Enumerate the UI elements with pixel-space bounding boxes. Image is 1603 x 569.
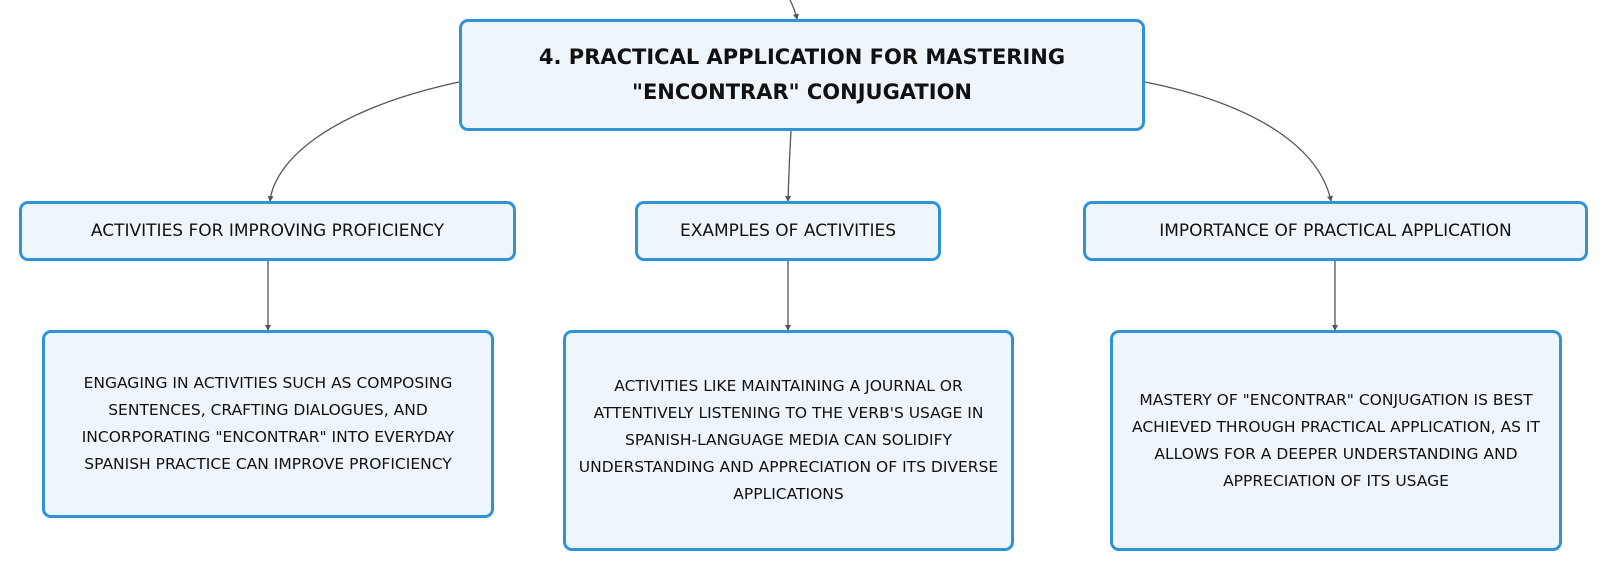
detail-node-text: ENGAGING IN ACTIVITIES SUCH AS COMPOSING… bbox=[81, 374, 455, 473]
connector-root-to-category-3 bbox=[1144, 81, 1333, 202]
category-node-title: EXAMPLES OF ACTIVITIES bbox=[679, 221, 897, 241]
detail-node-text: MASTERY OF "ENCONTRAR" CONJUGATION IS BE… bbox=[1132, 390, 1540, 490]
category-node-title: IMPORTANCE OF PRACTICAL APPLICATION bbox=[1159, 221, 1512, 241]
root-node-title: 4. PRACTICAL APPLICATION FOR MASTERING "… bbox=[538, 45, 1066, 104]
category-node-title: ACTIVITIES FOR IMPROVING PROFICIENCY bbox=[90, 221, 445, 241]
detail-node-text: ACTIVITIES LIKE MAINTAINING A JOURNAL OR… bbox=[578, 377, 999, 503]
category-node-importance-of-practical-application[interactable]: IMPORTANCE OF PRACTICAL APPLICATION bbox=[1083, 201, 1588, 261]
detail-node-activities-for-improving-proficiency[interactable]: ENGAGING IN ACTIVITIES SUCH AS COMPOSING… bbox=[42, 330, 494, 518]
category-node-examples-of-activities[interactable]: EXAMPLES OF ACTIVITIES bbox=[635, 201, 941, 261]
detail-node-examples-of-activities[interactable]: ACTIVITIES LIKE MAINTAINING A JOURNAL OR… bbox=[563, 330, 1014, 551]
category-node-activities-for-improving-proficiency[interactable]: ACTIVITIES FOR IMPROVING PROFICIENCY bbox=[19, 201, 516, 261]
connector-root-to-category-2 bbox=[785, 130, 792, 202]
detail-node-importance-of-practical-application[interactable]: MASTERY OF "ENCONTRAR" CONJUGATION IS BE… bbox=[1110, 330, 1562, 551]
connector-incoming-root bbox=[789, 0, 799, 20]
root-node[interactable]: 4. PRACTICAL APPLICATION FOR MASTERING "… bbox=[459, 19, 1145, 131]
connector-root-to-category-1 bbox=[267, 81, 460, 202]
